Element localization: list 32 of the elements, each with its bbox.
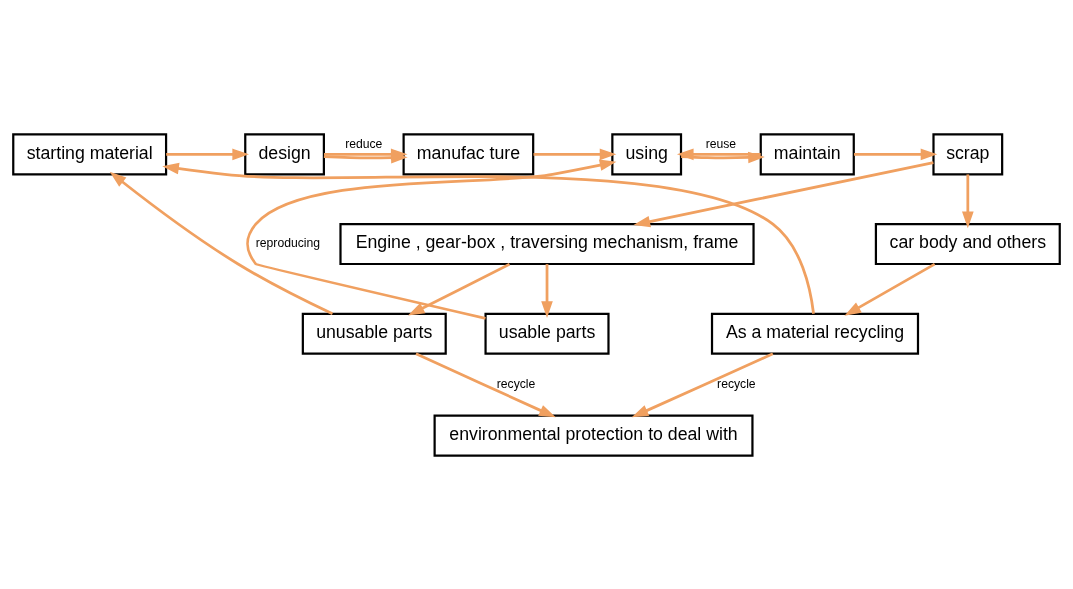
edge-label: reuse <box>705 136 737 150</box>
arrow <box>324 148 408 160</box>
node-box: scrap <box>932 132 1004 175</box>
node-box: car body and others <box>874 222 1061 265</box>
edge-label: recycle <box>496 376 536 391</box>
arrow <box>633 160 934 227</box>
node-box: manufac ture <box>402 132 535 175</box>
arrow <box>676 148 761 160</box>
arrow <box>541 263 553 318</box>
node-box: using <box>611 132 683 175</box>
arrow <box>962 173 974 228</box>
node-box: maintain <box>759 132 855 175</box>
arrow <box>844 262 936 316</box>
edge-label: recycle <box>717 376 756 391</box>
arrow <box>109 171 334 315</box>
node-box: Engine , gear-box , traversing mechanism, frame <box>339 222 755 265</box>
node-box: environmental protection to deal with <box>433 414 754 457</box>
node-box: starting material <box>12 132 168 175</box>
arrow <box>246 158 617 320</box>
node-box: usable parts <box>484 312 610 355</box>
arrow <box>415 352 556 417</box>
node-box: unusable parts <box>301 312 447 355</box>
arrow <box>166 148 249 160</box>
edge-label: reproducing <box>255 235 321 250</box>
edge-label: reduce <box>345 136 383 150</box>
arrow <box>162 162 815 314</box>
arrow <box>631 352 774 417</box>
node-box: As a material recycling <box>710 312 920 355</box>
arrow <box>407 262 511 316</box>
arrow <box>533 148 617 160</box>
node-box: design <box>244 132 325 175</box>
arrow <box>854 148 938 160</box>
